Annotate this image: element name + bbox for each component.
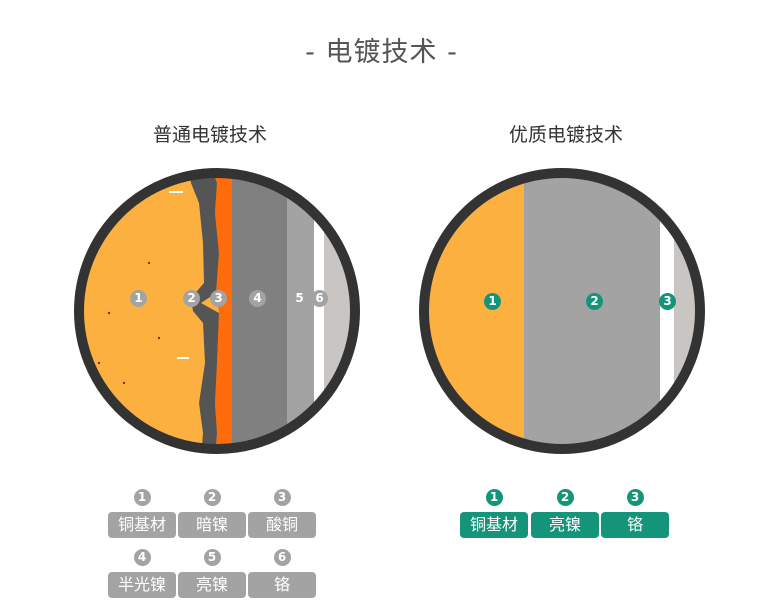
marker-1: 1 xyxy=(130,290,147,307)
legend-item-copper-base: 1 铜基材 xyxy=(108,486,176,538)
legend-item-bright-nickel: 5 亮镍 xyxy=(178,546,246,598)
marker-3: 3 xyxy=(210,290,227,307)
legend-item-bright-nickel: 2 亮镍 xyxy=(531,486,599,538)
bright-nickel-layer xyxy=(287,175,314,447)
marker-2: 2 xyxy=(183,290,200,307)
marker-3: 3 xyxy=(659,293,676,310)
legend-item-chrome: 6 铬 xyxy=(248,546,316,598)
premium-plating-cross-section: 1 2 3 xyxy=(414,163,710,459)
legend-item-copper-base: 1 铜基材 xyxy=(460,486,528,538)
marker-6: 6 xyxy=(311,290,328,307)
standard-plating-cross-section: 1 2 3 4 5 6 xyxy=(69,163,365,459)
marker-5: 5 xyxy=(291,290,308,307)
page-title: - 电镀技术 - xyxy=(305,37,458,68)
acid-copper-layer xyxy=(210,175,232,447)
premium-plating-title: 优质电镀技术 xyxy=(508,124,623,146)
marker-4: 4 xyxy=(249,290,266,307)
legend-item-dark-nickel: 2 暗镍 xyxy=(178,486,246,538)
legend-item-acid-copper: 3 酸铜 xyxy=(248,486,316,538)
marker-1: 1 xyxy=(484,293,501,310)
legend-item-semi-bright-nickel: 4 半光镍 xyxy=(108,546,176,598)
legend-item-chrome: 3 铬 xyxy=(601,486,669,538)
bright-nickel-layer xyxy=(524,175,660,447)
marker-2: 2 xyxy=(586,293,603,310)
semi-bright-nickel-layer xyxy=(232,175,287,447)
standard-plating-title: 普通电镀技术 xyxy=(152,124,267,146)
dark-nickel-layer xyxy=(187,175,219,447)
